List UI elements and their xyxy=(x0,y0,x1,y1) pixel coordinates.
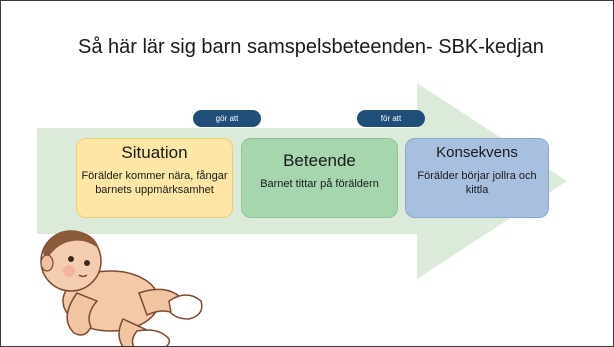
step-title: Konsekvens xyxy=(436,144,518,161)
connector-label-1: gör att xyxy=(193,110,261,127)
step-title: Beteende xyxy=(283,151,356,170)
step-description: Förälder kommer nära, fångar barnets upp… xyxy=(81,170,228,196)
slide-title: Så här lär sig barn samspelsbeteenden- S… xyxy=(78,36,544,58)
step-description: Barnet tittar på föräldern xyxy=(260,178,379,190)
step-description: Förälder börjar jollra och kittla xyxy=(417,170,537,196)
step-konsekvens: Konsekvens Förälder börjar jollra och ki… xyxy=(405,138,549,218)
step-title: Situation xyxy=(121,143,188,162)
connector-label-2: för att xyxy=(357,110,425,127)
step-beteende: Beteende Barnet tittar på föräldern xyxy=(241,138,398,218)
baby-illustration xyxy=(40,230,203,346)
step-situation: Situation Förälder kommer nära, fångar b… xyxy=(76,138,233,218)
